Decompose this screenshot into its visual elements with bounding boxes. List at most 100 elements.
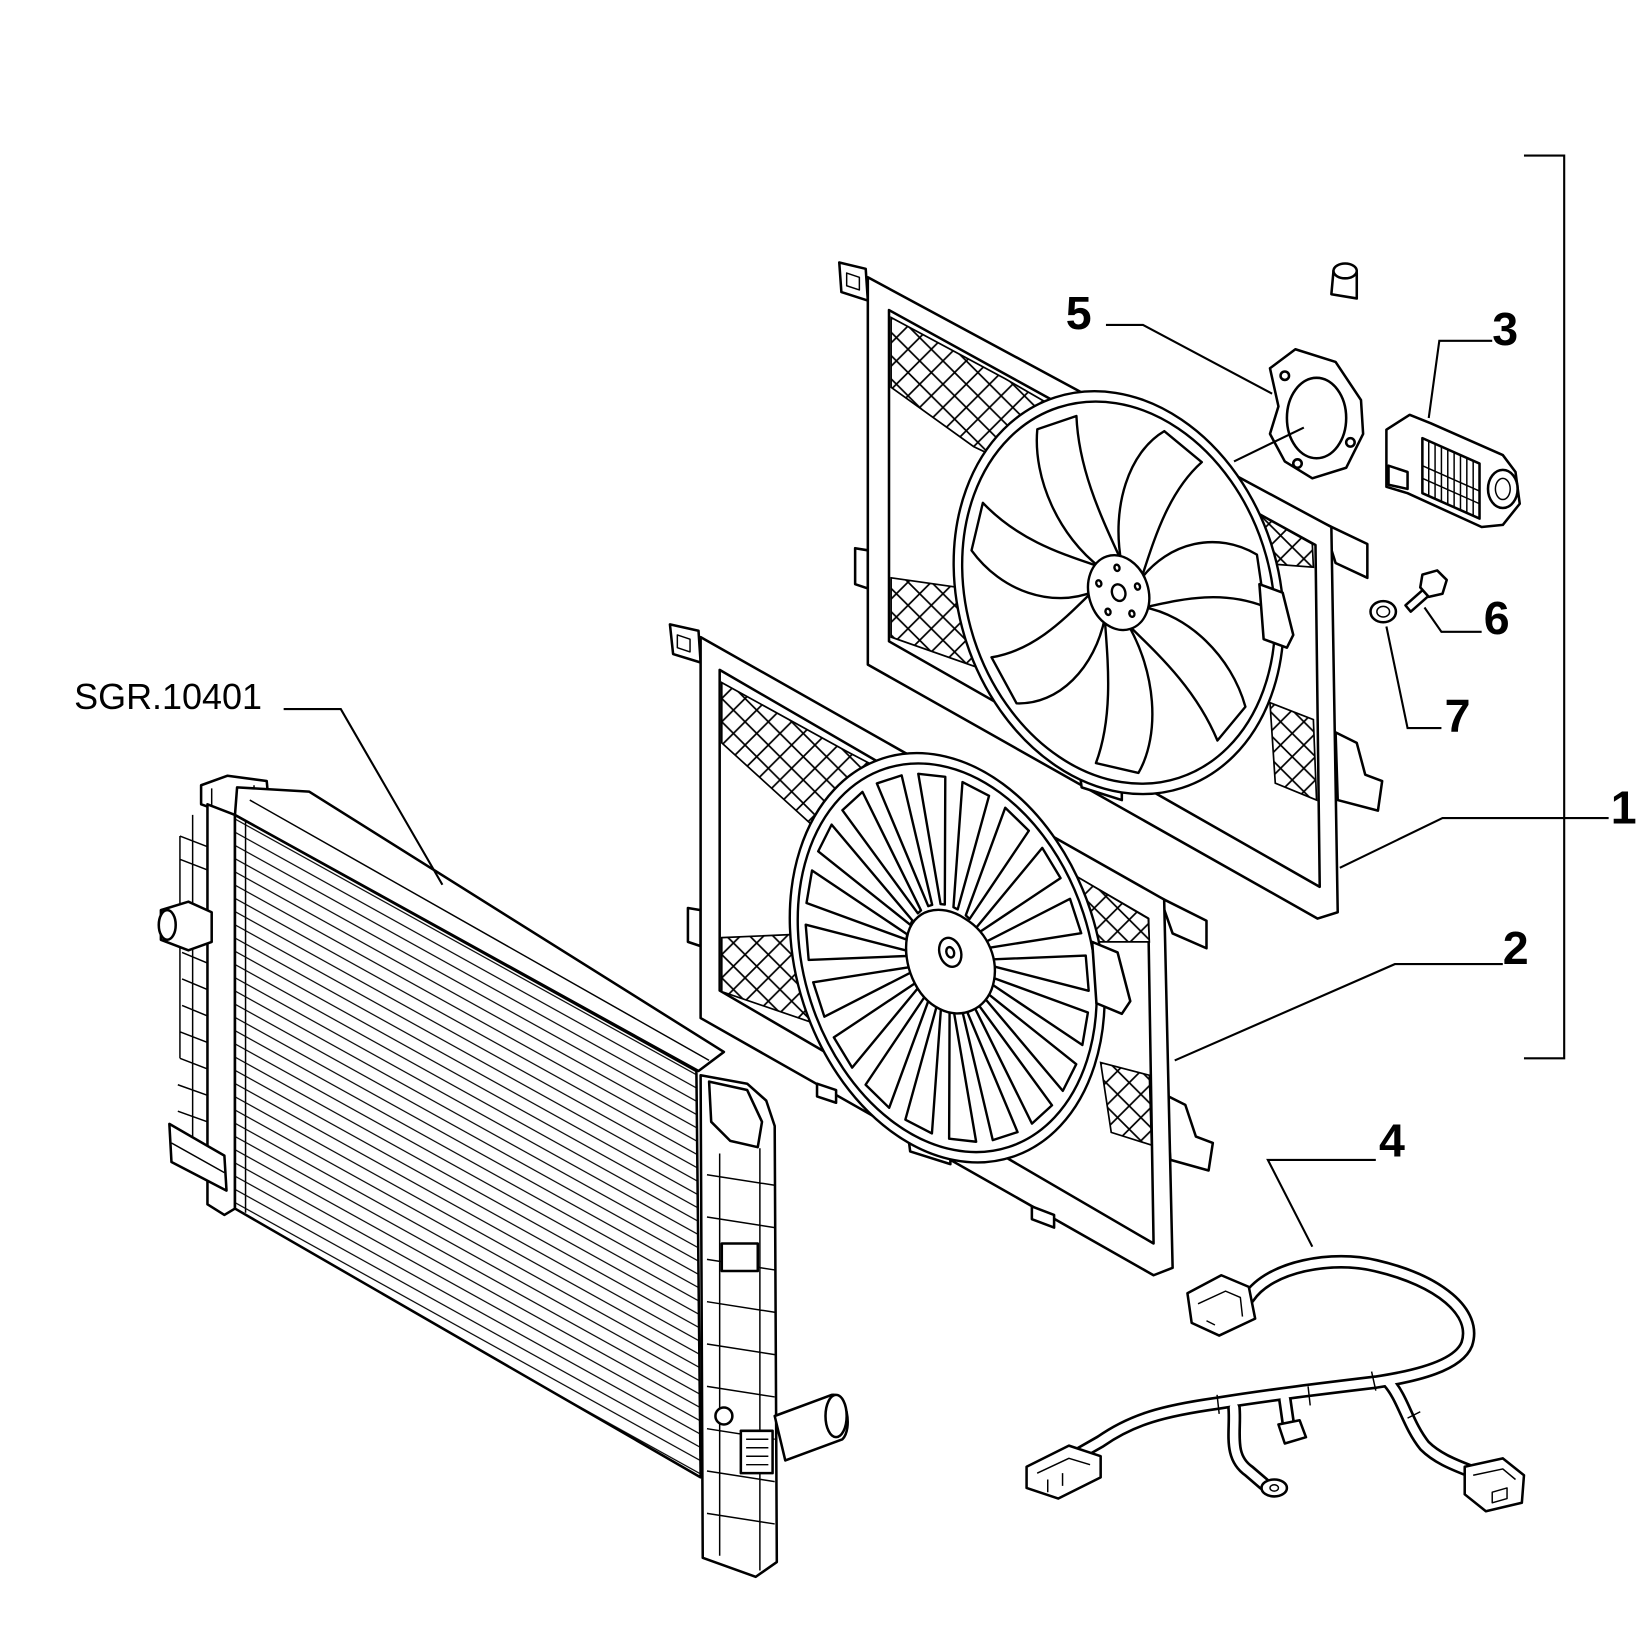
- shroud-1-top-left-mount-hole: [845, 272, 861, 291]
- callout-3: 3: [1492, 303, 1518, 355]
- fan-1-hub-holes: [1093, 560, 1149, 625]
- harness-connector-fan-detail: [1197, 1290, 1244, 1326]
- fan-blade: [938, 803, 1049, 920]
- leader-line-reference: [283, 708, 444, 886]
- hub-hole: [1114, 564, 1121, 572]
- shroud-1-left-tab: [853, 546, 870, 590]
- shroud-2-left-tab: [686, 906, 702, 948]
- shroud-2-motor-bracket: [1090, 940, 1132, 1016]
- radiator: [157, 774, 849, 1579]
- shroud-2-bottom-lug-right: [1030, 1205, 1056, 1229]
- fan-2: [739, 712, 1155, 1204]
- fan-blade: [1134, 538, 1266, 617]
- fan-1: [903, 348, 1334, 837]
- shroud-2-top-left-mount: [668, 623, 702, 664]
- fan-blade: [1123, 586, 1254, 742]
- harness-connector-right-detail: [1473, 1468, 1516, 1504]
- reference-label: SGR.10401: [74, 676, 262, 717]
- radiator-drain-plug: [714, 1406, 734, 1426]
- radiator-left-tank: [206, 803, 237, 1217]
- radiator-top-rail-edge: [249, 799, 710, 1062]
- callout-6: 6: [1484, 592, 1510, 644]
- fan-motor-cover: [1233, 262, 1365, 480]
- harness-connector-fan: [1186, 1273, 1257, 1337]
- fan-blade: [1098, 422, 1202, 584]
- assembly-bracket: [1523, 154, 1566, 1060]
- radiator-left-ribs: [177, 814, 208, 1138]
- shroud-2-top-right-mount: [1158, 896, 1208, 950]
- harness-connector-left: [1025, 1444, 1102, 1500]
- fan-2-blades: [761, 738, 1134, 1178]
- resistor-grid-lines: [1422, 441, 1480, 517]
- fan-resistor-module: [1385, 413, 1522, 529]
- hub-hole: [1105, 608, 1112, 616]
- leader-line-3: [1427, 339, 1493, 419]
- fan-blade: [968, 502, 1100, 621]
- fan-blade: [1096, 617, 1153, 775]
- motor-cover-hole: [1291, 458, 1304, 470]
- radiator-right-tank: [699, 1073, 779, 1579]
- fan-blade: [877, 775, 943, 909]
- radiator-left-inlet-cap: [157, 908, 177, 942]
- shroud-2-bottom-right-bracket: [1162, 1093, 1215, 1172]
- harness-sleeve-bands: [1216, 1371, 1421, 1419]
- motor-cover-nozzle-end: [1332, 262, 1359, 280]
- shroud-2-top-left-mount-hole: [676, 634, 691, 653]
- harness-cable-fill: [1066, 1257, 1480, 1488]
- hub-hole: [1095, 580, 1102, 588]
- callout-7: 7: [1445, 689, 1471, 741]
- motor-cover-axis-line: [1233, 426, 1305, 463]
- radiator-bottom-foot-detail: [171, 1142, 225, 1174]
- resistor-mount-tab: [1387, 464, 1409, 491]
- radiator-right-top-bracket: [707, 1080, 764, 1149]
- shroud-1-bottom-right-bracket: [1334, 731, 1384, 812]
- bolt-head: [1418, 569, 1448, 599]
- fan-1-hub-center: [1110, 583, 1128, 603]
- harness-clip: [1277, 1418, 1308, 1445]
- resistor-connector: [1486, 468, 1519, 510]
- motor-cover-hole: [1279, 370, 1291, 382]
- shroud-1-top-left-mount: [837, 261, 870, 302]
- fan-blade: [990, 584, 1121, 718]
- radiator-outlet-pipe-end: [824, 1393, 848, 1439]
- callout-4: 4: [1379, 1115, 1405, 1167]
- nut: [1369, 599, 1398, 624]
- harness-ground-terminal: [1260, 1478, 1289, 1498]
- bolt: [1404, 569, 1448, 613]
- hub-hole: [1129, 610, 1136, 618]
- shroud-2-bottom-lug: [815, 1082, 838, 1105]
- callout-1: 1: [1611, 781, 1637, 833]
- leader-line-2: [1174, 963, 1503, 1062]
- shroud-1-lattice-bottom-right: [1269, 701, 1318, 802]
- fan-blade: [918, 776, 1020, 911]
- fan-2-hub-hole: [945, 946, 956, 958]
- motor-cover-hole: [1344, 436, 1356, 448]
- shroud-2-lattice-bottom-right: [1099, 1061, 1153, 1147]
- wiring-harness: [1025, 1254, 1526, 1513]
- fan-blade: [900, 766, 983, 906]
- fan-shroud-1: [837, 261, 1384, 920]
- callout-2: 2: [1503, 922, 1529, 974]
- fan-blade: [1025, 414, 1128, 577]
- motor-cover-opening: [1285, 376, 1348, 460]
- harness-connector-left-detail: [1036, 1457, 1091, 1493]
- resistor-connector-inner: [1494, 477, 1511, 501]
- harness-ground-terminal-hole: [1269, 1484, 1280, 1492]
- radiator-right-clip-detail: [746, 1438, 769, 1466]
- leader-line-1: [1339, 817, 1609, 869]
- nut-outer: [1369, 599, 1398, 624]
- radiator-right-clip: [720, 1242, 760, 1273]
- shroud-1-motor-bracket: [1258, 582, 1295, 649]
- fan-blade: [839, 786, 922, 926]
- harness-connector-right: [1463, 1457, 1526, 1513]
- nut-inner: [1376, 605, 1391, 618]
- callout-5: 5: [1066, 287, 1092, 339]
- leader-line-7: [1385, 626, 1442, 730]
- leader-line-5: [1105, 323, 1273, 395]
- leader-line-4: [1266, 1158, 1376, 1248]
- hub-hole: [1134, 583, 1141, 591]
- radiator-right-clip-lower: [739, 1429, 774, 1475]
- fan-1-blades: [927, 373, 1314, 811]
- fan-shroud-2: [668, 623, 1215, 1277]
